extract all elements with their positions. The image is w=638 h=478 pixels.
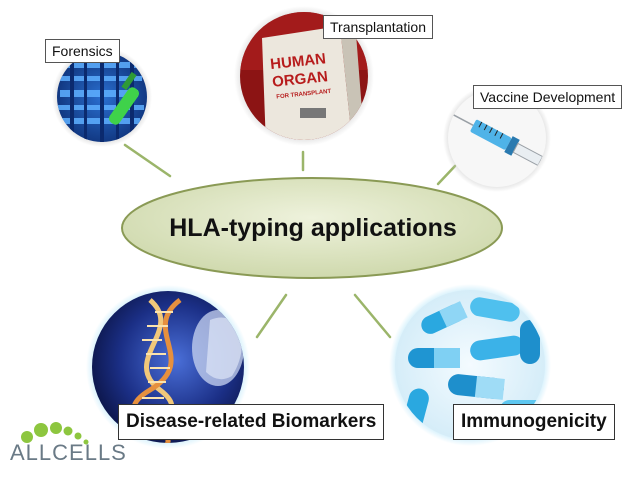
connector-immunogenicity	[353, 293, 392, 339]
forensics-label: Forensics	[45, 39, 120, 63]
center-title: HLA-typing applications	[169, 213, 457, 242]
immunogenicity-image	[389, 284, 551, 446]
immunogenicity-label: Immunogenicity	[453, 404, 615, 440]
transplantation-label: Transplantation	[323, 15, 433, 39]
forensics-image	[52, 47, 152, 147]
allcells-logo-text: ALLCELLS	[10, 440, 127, 465]
connector-forensics	[123, 143, 172, 178]
organ-box-line3: FOR TRANSPLANT	[276, 89, 332, 101]
connector-vaccine	[436, 164, 457, 186]
center-ellipse	[121, 177, 503, 279]
organ-box-line1: HUMAN	[269, 50, 326, 73]
disease-biomarkers-label: Disease-related Biomarkers	[118, 404, 385, 440]
connector-disease	[255, 293, 288, 339]
vaccine-development-label: Vaccine Development	[473, 85, 623, 109]
organ-box-line2: ORGAN	[271, 68, 328, 91]
allcells-logo-mark	[21, 422, 89, 445]
connectors	[123, 143, 457, 339]
